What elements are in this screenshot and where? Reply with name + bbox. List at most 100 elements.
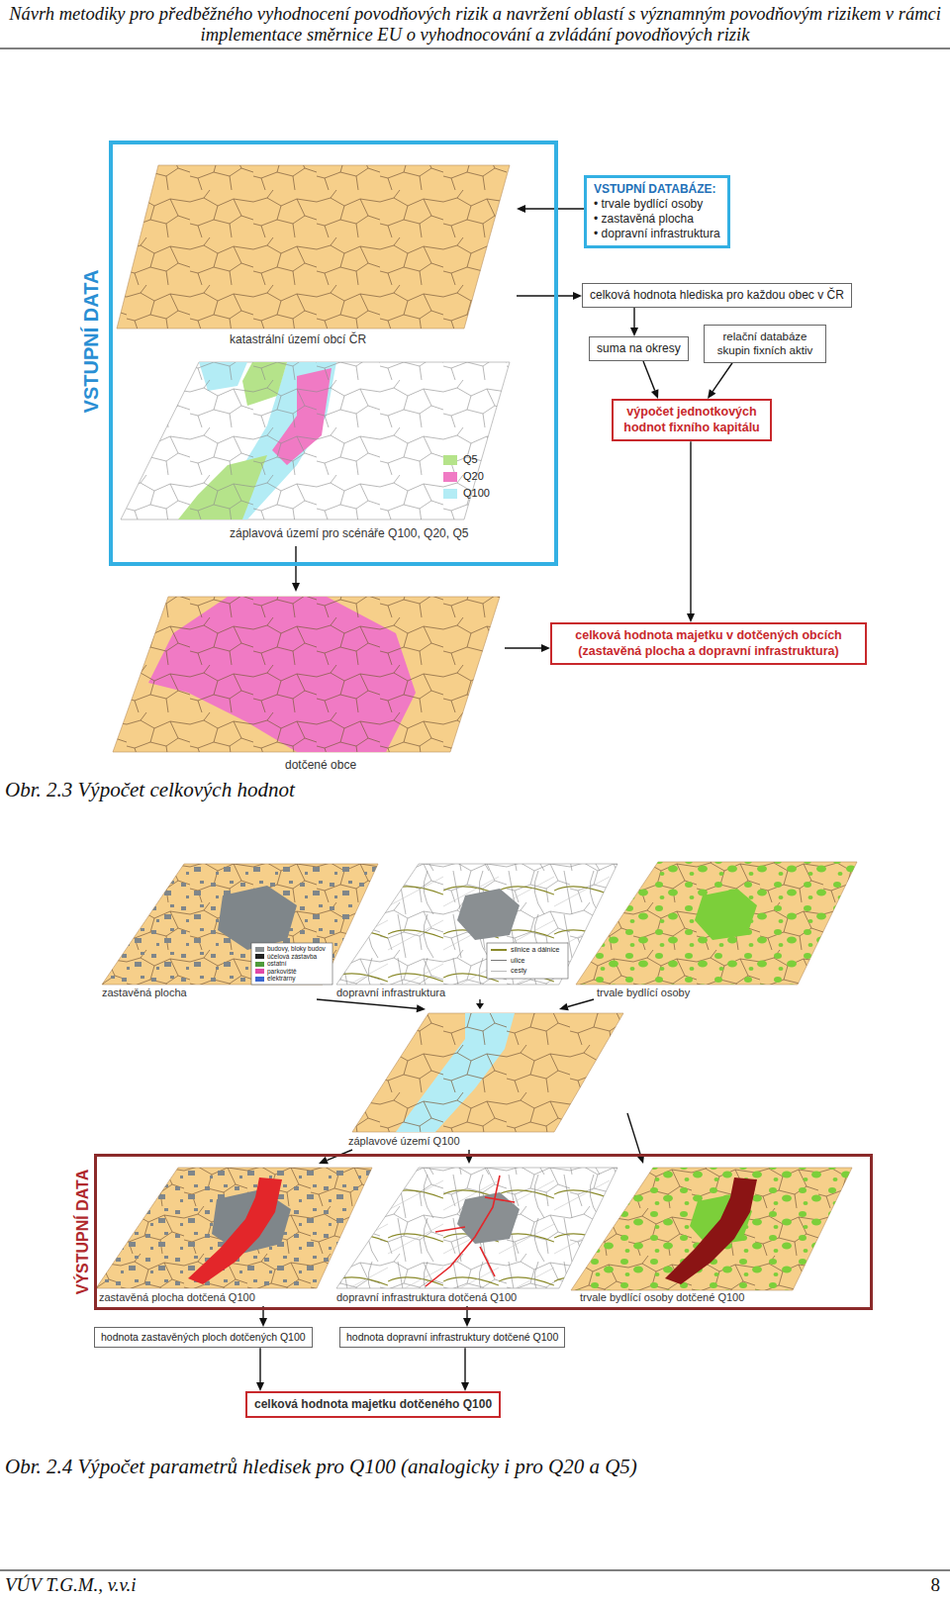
map-shape [120,362,510,520]
map-shape [101,863,379,985]
value-box: hodnota zastavěných ploch dotčených Q100 [94,1327,313,1348]
input-frame: VSTUPNÍ DATAkatastrální území obcí ČRzáp… [108,140,559,567]
arrow-connector [686,441,695,623]
map-panel: dopravní infrastruktura dotčená Q100 [333,1163,621,1307]
footer-text: VÚV T.G.M., v.v.i [4,1574,137,1597]
map-shape [486,943,569,979]
map-panel: dotčené obce [108,591,505,776]
map-shape [217,885,297,950]
legend-line-sample [490,970,507,972]
legend-text: budovy, bloky budov [267,945,326,953]
arrow-head [516,204,526,213]
map-shape [112,596,500,753]
box-text: hodnota dopravní infrastruktury dotčené … [346,1330,559,1344]
legend-item: cesty [490,966,527,975]
box-text: relační databáze skupin fixních aktiv [711,329,819,359]
legend-text: elektrárny [267,974,296,983]
page-number: 8 [931,1574,942,1597]
arrow-connector [461,1347,470,1392]
map-panel: zastavěná plocha [98,858,396,1000]
arrow-connector [465,1149,474,1164]
box-text: celková hodnota hlediska pro každou obec… [589,287,845,303]
frame-heading: VSTUPNÍ DATA [81,270,101,414]
legend-swatch [255,961,265,967]
legend-text: Q5 [463,453,478,467]
map-panel: záplavová území pro scénáře Q100, Q20, Q… [113,356,520,547]
legend-item: Q20 [443,470,484,483]
frame-heading: VÝSTUPNÍ DATA [75,1169,92,1296]
legend-item: účelová zástavba [255,952,317,961]
arrow-connector [504,644,551,653]
map-label: zastavěná plocha dotčená Q100 [98,1291,256,1304]
arrow-head [475,1003,484,1010]
arrow-head [686,613,695,623]
legend-item: Q100 [443,486,490,500]
connector-line [627,1113,641,1155]
map-label: záplavová území pro scénáře Q100, Q20, Q… [229,527,469,540]
arrow-head [541,644,551,653]
connector-line [689,441,691,614]
legend-text: účelová zástavba [267,952,317,961]
map-shape [112,596,500,753]
box-text: výpočet jednotkových hodnot fixního kapi… [620,404,763,436]
map-shape [120,362,510,520]
arrow-head [559,1003,570,1012]
box-text: • dopravní infrastruktura [593,226,721,242]
arrow-connector [707,363,733,399]
map-shape [116,165,510,329]
map-panel: katastrální území obcí ČR [110,156,517,353]
map-panel: záplavové území Q100 [346,1009,628,1150]
map-shape [95,1167,373,1289]
map-shape [575,861,857,985]
legend-swatch [255,976,265,982]
arrow-connector [516,204,584,213]
map-shape [570,1167,853,1291]
arrow-connector [256,1347,265,1392]
map-shape [425,1175,515,1287]
arrow-connector [559,999,594,1011]
map-shape [665,1177,758,1285]
box-text: suma na okresy [596,341,681,357]
box-text: celková hodnota majetku dotčeného Q100 [254,1397,492,1413]
legend-text: Q100 [463,486,490,500]
connector-line [643,361,656,391]
map-shape [694,888,758,941]
legend-text: parkoviště [267,967,297,976]
value-box: hodnota dopravní infrastruktury dotčené … [339,1327,566,1348]
result-box: výpočet jednotkových hodnot fixního kapi… [611,398,772,442]
arrow-connector [630,307,639,337]
connector-line [633,307,635,328]
map-shape [101,863,379,985]
arrow-head [651,388,659,399]
legend-line-sample [490,959,507,961]
arrow-head [630,327,639,337]
legend-text: ostatní [267,959,287,968]
legend-item: ostatní [255,959,287,968]
legend-swatch [443,488,458,499]
arrow-head [291,582,300,592]
box-text: hodnota zastavěných ploch dotčených Q100 [100,1330,306,1344]
map-label: dotčené obce [285,759,357,771]
map-shape [575,861,857,985]
map-shape [336,863,618,985]
arrow-head [259,1318,268,1328]
legend-swatch [255,953,265,959]
legend-swatch [443,455,458,466]
output-frame: VÝSTUPNÍ DATAzastavěná plocha dotčená Q1… [94,1153,873,1311]
map-shape [352,1013,624,1133]
map-shape [112,596,500,753]
map-shape [116,165,510,329]
map-label: záplavové území Q100 [348,1135,461,1147]
legend-item: silnice a dálnice [490,946,560,954]
result-box: celková hodnota majetku v dotčených obcí… [550,622,867,665]
arrow-head [416,1004,426,1013]
process-box: suma na okresy [588,336,689,362]
connector-line [316,999,417,1009]
map-shape [0,1570,950,1572]
result-box: celková hodnota majetku dotčeného Q100 [245,1391,501,1419]
connector-line [712,363,733,392]
legend-text: cesty [510,966,527,975]
figure-caption: Obr. 2.4 Výpočet parametrů hledisek pro … [4,1454,638,1479]
box-text: celková hodnota majetku v dotčených obcí… [559,628,858,660]
